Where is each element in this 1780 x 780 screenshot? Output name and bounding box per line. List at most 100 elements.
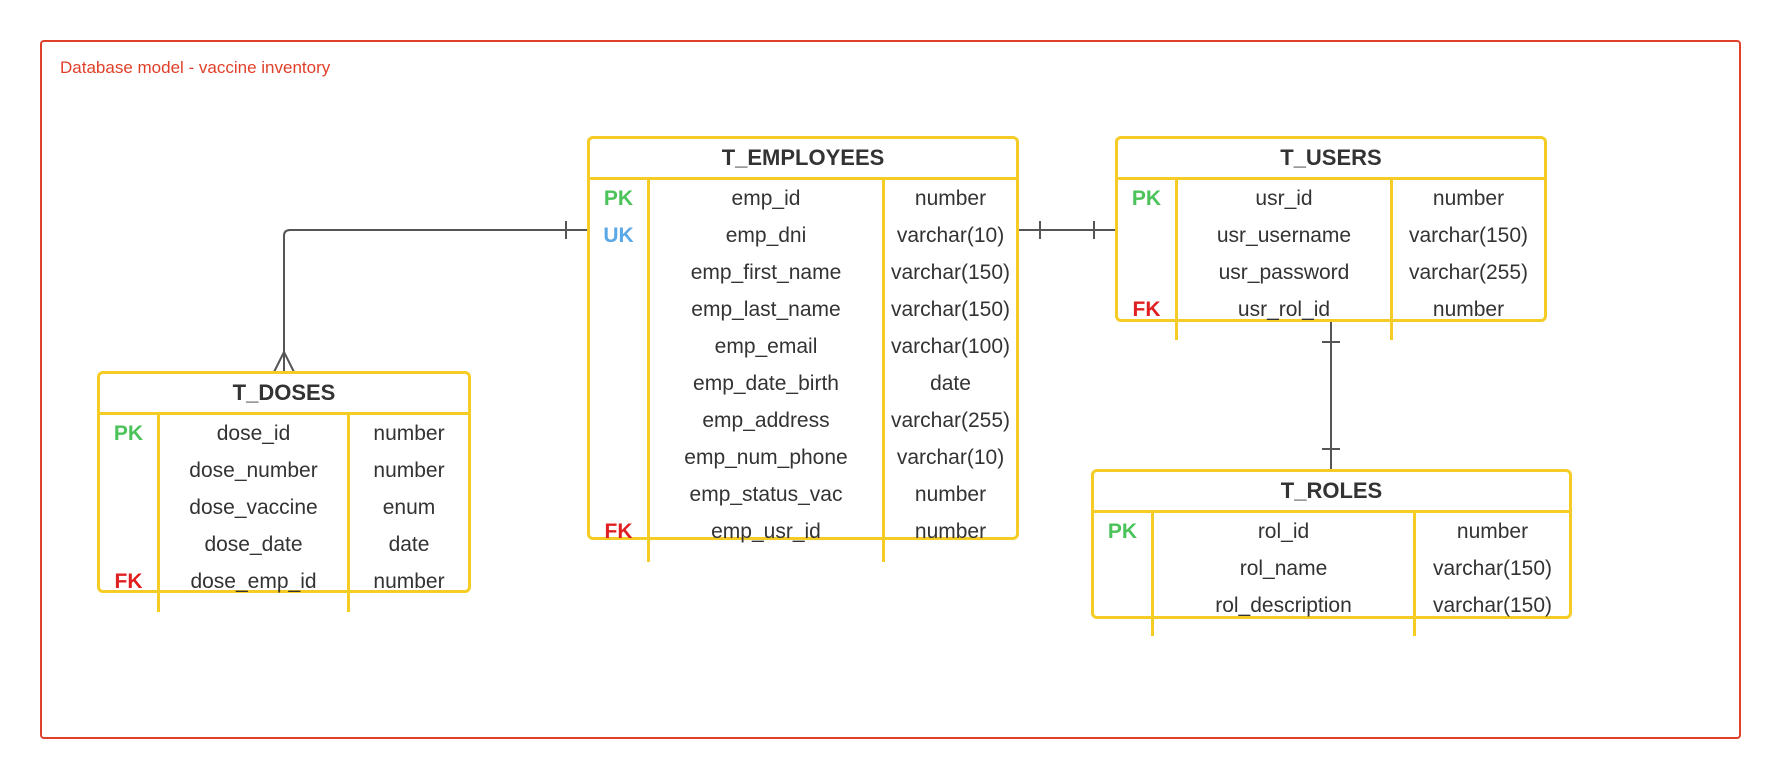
column-type: varchar(100)	[890, 335, 1011, 358]
column-row[interactable]: usr_username varchar(150)	[1118, 217, 1544, 254]
column-type: varchar(150)	[890, 261, 1011, 284]
column-name: emp_email	[650, 328, 885, 365]
column-type: varchar(150)	[1432, 594, 1553, 617]
column-type: varchar(150)	[1432, 557, 1553, 580]
column-name: usr_id	[1178, 180, 1393, 217]
column-type: varchar(10)	[896, 446, 1005, 469]
column-key-badge	[100, 452, 160, 489]
column-name: dose_number	[160, 452, 350, 489]
column-type: number	[373, 422, 445, 445]
table-bottom-padding	[1118, 328, 1544, 340]
column-name: emp_id	[650, 180, 885, 217]
column-type: number	[914, 187, 987, 210]
rel-employees-doses-line	[283, 229, 588, 372]
column-key-badge	[590, 439, 650, 476]
column-key-badge	[590, 365, 650, 402]
column-key-badge: PK	[590, 180, 650, 217]
column-name: usr_rol_id	[1178, 291, 1393, 328]
table-bottom-padding	[100, 600, 468, 612]
table-bottom-padding	[1094, 624, 1569, 636]
column-name: dose_id	[160, 415, 350, 452]
column-key-badge	[100, 489, 160, 526]
column-type: varchar(255)	[1408, 261, 1529, 284]
rel-employees-doses-crowfoot	[273, 351, 295, 373]
column-type: enum	[382, 496, 436, 519]
table-title: T_DOSES	[100, 374, 468, 415]
column-type: number	[914, 483, 987, 506]
table-title: T_USERS	[1118, 139, 1544, 180]
column-type: varchar(10)	[896, 224, 1005, 247]
column-row[interactable]: emp_num_phone varchar(10)	[590, 439, 1016, 476]
column-row[interactable]: emp_date_birth date	[590, 365, 1016, 402]
column-row[interactable]: dose_vaccine enum	[100, 489, 468, 526]
column-key-badge	[1094, 587, 1154, 624]
column-name: emp_dni	[650, 217, 885, 254]
column-key-badge	[590, 254, 650, 291]
column-name: rol_description	[1154, 587, 1416, 624]
column-type: varchar(255)	[890, 409, 1011, 432]
table-title: T_ROLES	[1094, 472, 1569, 513]
column-key-badge: FK	[590, 513, 650, 550]
column-name: emp_address	[650, 402, 885, 439]
column-name: emp_last_name	[650, 291, 885, 328]
column-key-badge	[590, 291, 650, 328]
column-name: dose_emp_id	[160, 563, 350, 600]
column-key-badge	[100, 526, 160, 563]
column-key-badge: PK	[100, 415, 160, 452]
column-name: usr_username	[1178, 217, 1393, 254]
column-key-badge	[1094, 550, 1154, 587]
column-row[interactable]: rol_name varchar(150)	[1094, 550, 1569, 587]
column-name: emp_status_vac	[650, 476, 885, 513]
column-key-badge: FK	[1118, 291, 1178, 328]
table-bottom-padding	[590, 550, 1016, 562]
column-name: emp_usr_id	[650, 513, 885, 550]
column-key-badge	[590, 328, 650, 365]
column-name: usr_password	[1178, 254, 1393, 291]
column-type: number	[1432, 298, 1505, 321]
column-name: rol_name	[1154, 550, 1416, 587]
column-type: date	[930, 372, 971, 395]
column-type: number	[914, 520, 987, 543]
column-row[interactable]: usr_password varchar(255)	[1118, 254, 1544, 291]
column-name: rol_id	[1154, 513, 1416, 550]
column-row[interactable]: rol_description varchar(150)	[1094, 587, 1569, 624]
column-type: number	[373, 570, 445, 593]
column-key-badge: UK	[590, 217, 650, 254]
column-name: emp_date_birth	[650, 365, 885, 402]
diagram-title: Database model - vaccine inventory	[60, 58, 331, 77]
table-title: T_EMPLOYEES	[590, 139, 1016, 180]
column-type: varchar(150)	[890, 298, 1011, 321]
diagram-frame	[40, 40, 1741, 739]
column-name: emp_num_phone	[650, 439, 885, 476]
column-type: varchar(150)	[1408, 224, 1529, 247]
column-key-badge: PK	[1118, 180, 1178, 217]
column-row[interactable]: emp_status_vac number	[590, 476, 1016, 513]
column-name: dose_vaccine	[160, 489, 350, 526]
column-name: dose_date	[160, 526, 350, 563]
column-type: number	[1432, 187, 1505, 210]
column-key-badge	[1118, 217, 1178, 254]
